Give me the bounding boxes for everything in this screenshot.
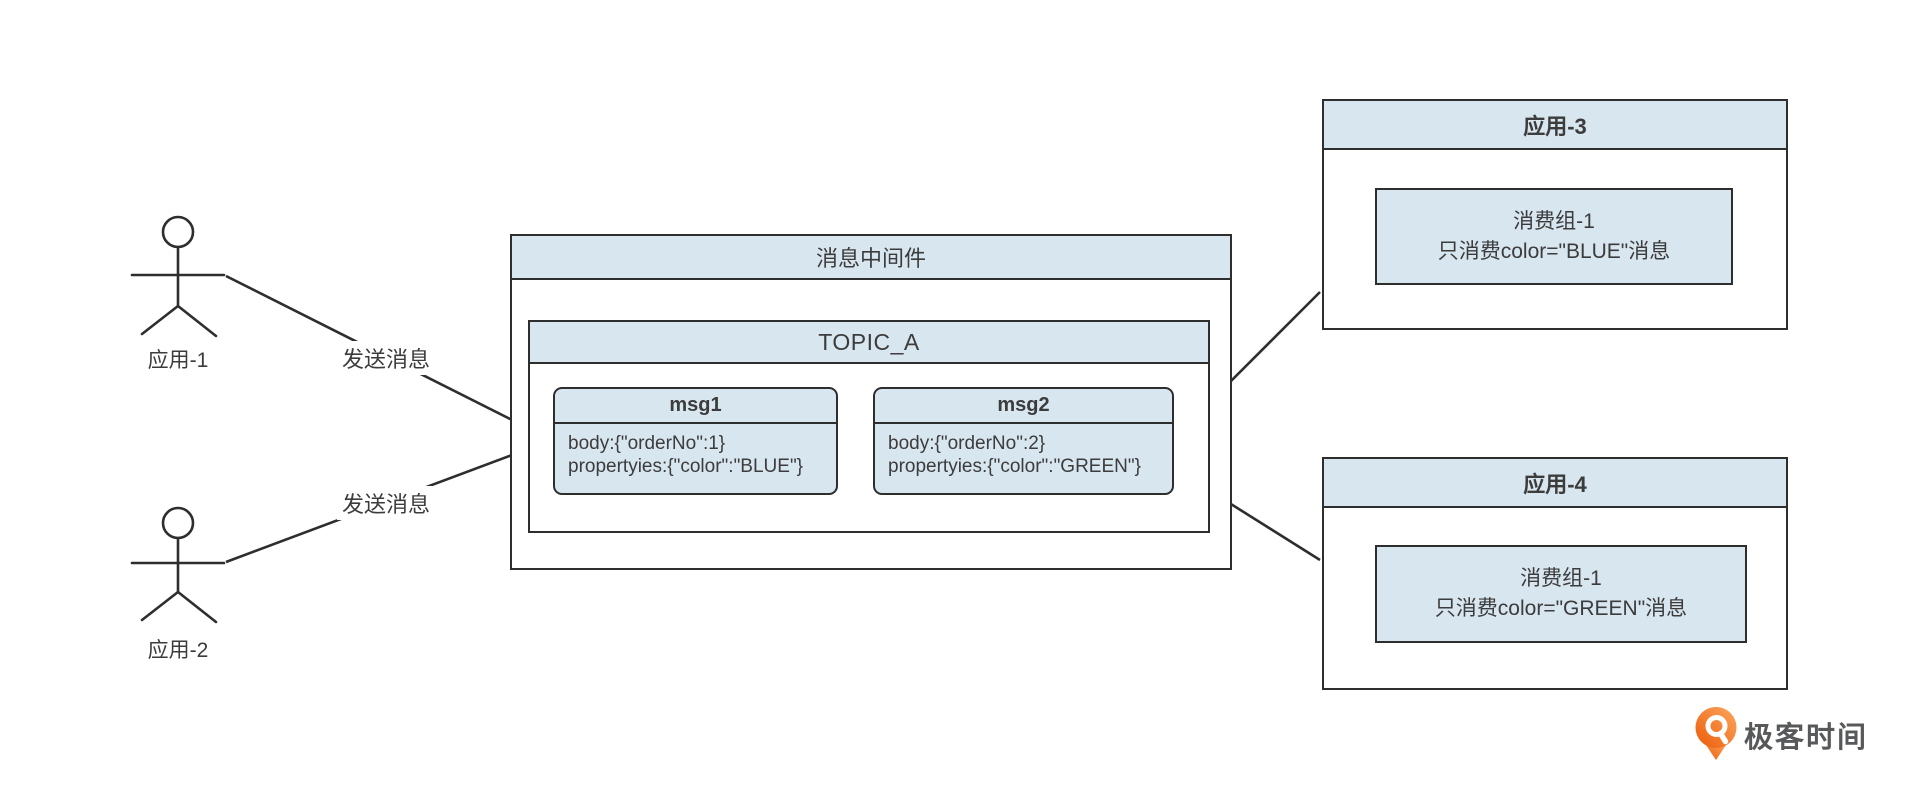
actor-1-label: 应用-1 (147, 349, 209, 372)
app-3-consumer-group-box: 消费组-1 只消费color="BLUE"消息 (1375, 188, 1733, 285)
app-4-title: 应用-4 (1324, 459, 1786, 508)
app-4-group-rule: 只消费color="GREEN"消息 (1434, 597, 1688, 620)
topic-a-title: TOPIC_A (530, 322, 1208, 364)
msg1-props-line: propertyies:{"color":"BLUE"} (568, 456, 804, 477)
actor-1-head (161, 215, 195, 249)
app-3-group-name: 消费组-1 (1513, 209, 1595, 233)
send-message-label-1: 发送消息 (336, 341, 436, 375)
msg2-props-line: propertyies:{"color":"GREEN"} (888, 456, 1141, 477)
middleware-title: 消息中间件 (512, 236, 1230, 280)
app-3-group-rule: 只消费color="BLUE"消息 (1437, 239, 1671, 263)
msg1-title: msg1 (555, 389, 836, 424)
actor-2-label: 应用-2 (147, 639, 209, 662)
send-message-label-2: 发送消息 (336, 486, 436, 520)
actor-1-stick-figure (130, 215, 226, 338)
msg1-box: msg1 body:{"orderNo":1} propertyies:{"co… (553, 387, 838, 495)
geektime-logo-icon (1695, 707, 1737, 760)
actor-2-stick-figure (130, 506, 226, 624)
app-4-group-name: 消费组-1 (1520, 567, 1602, 590)
app-4-consumer-group-box: 消费组-1 只消费color="GREEN"消息 (1375, 545, 1747, 643)
msg2-box: msg2 body:{"orderNo":2} propertyies:{"co… (873, 387, 1174, 495)
geektime-logo-text: 极客时间 (1744, 722, 1869, 754)
msg2-body-line: body:{"orderNo":2} (888, 433, 1046, 454)
actor-2-head (161, 506, 195, 540)
msg2-title: msg2 (875, 389, 1172, 424)
app-3-title: 应用-3 (1324, 101, 1786, 150)
msg1-body-line: body:{"orderNo":1} (568, 433, 726, 454)
